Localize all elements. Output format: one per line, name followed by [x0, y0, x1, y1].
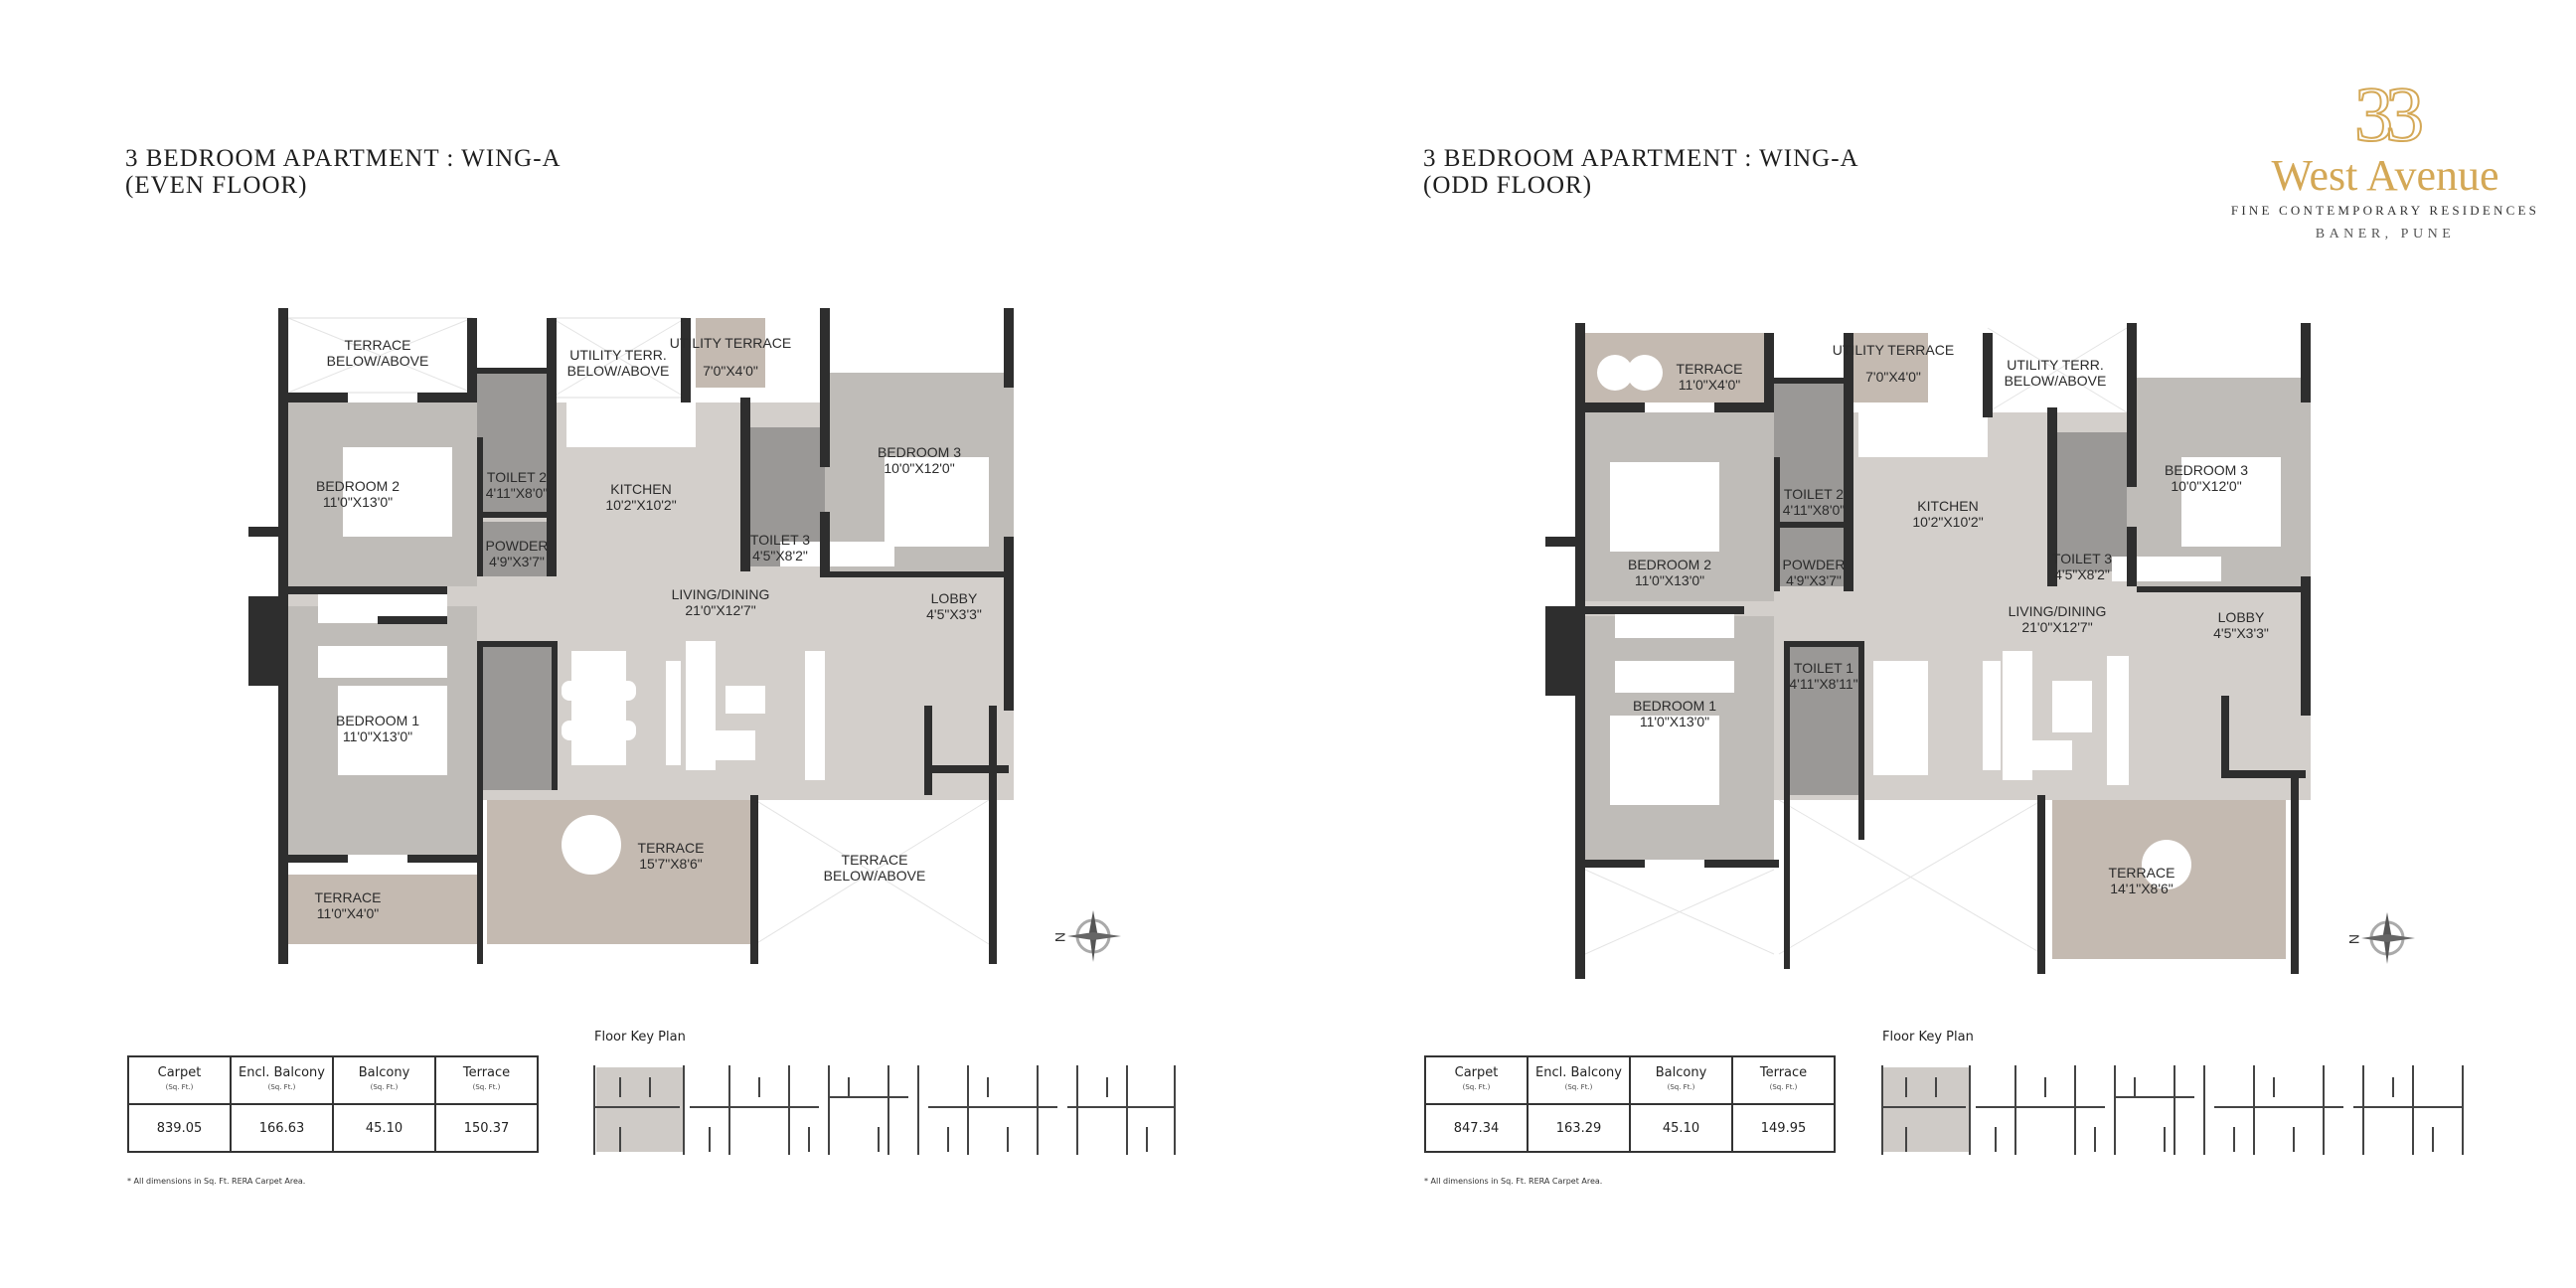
value-carpet: 847.34	[1424, 1103, 1529, 1153]
svg-text:POWDER: POWDER	[1783, 557, 1846, 572]
svg-text:4'5"X8'2": 4'5"X8'2"	[2054, 566, 2110, 582]
footnote: * All dimensions in Sq. Ft. RERA Carpet …	[1424, 1177, 1603, 1186]
svg-text:TERRACE: TERRACE	[638, 840, 705, 856]
svg-text:TERRACE: TERRACE	[2109, 865, 2175, 881]
svg-text:UTILITY TERR.: UTILITY TERR.	[2007, 357, 2104, 373]
svg-text:11'0"X13'0": 11'0"X13'0"	[1640, 714, 1709, 729]
svg-text:4'5"X3'3": 4'5"X3'3"	[2213, 625, 2269, 641]
plan-title-line2: (EVEN FLOOR)	[125, 172, 308, 199]
svg-text:14'1"X8'6": 14'1"X8'6"	[2110, 881, 2174, 896]
floor-plan-odd: TERRACE 11'0"X4'0" UTILITY TERRACE 7'0"X…	[1545, 318, 2340, 994]
floor-key-plan-even	[590, 1057, 1179, 1157]
svg-text:11'0"X13'0": 11'0"X13'0"	[343, 728, 412, 744]
svg-text:BEDROOM 3: BEDROOM 3	[878, 444, 961, 460]
svg-text:BEDROOM 2: BEDROOM 2	[1628, 557, 1711, 572]
svg-text:7'0"X4'0": 7'0"X4'0"	[1865, 369, 1921, 385]
svg-text:LIVING/DINING: LIVING/DINING	[2009, 603, 2107, 619]
svg-text:7'0"X4'0": 7'0"X4'0"	[703, 363, 758, 379]
brand-location: BANER, PUNE	[2315, 227, 2456, 242]
svg-text:BEDROOM 3: BEDROOM 3	[2165, 462, 2248, 478]
plan-title-line1: 3 BEDROOM APARTMENT : WING-A	[1423, 145, 1859, 172]
svg-text:10'0"X12'0": 10'0"X12'0"	[2171, 478, 2241, 494]
svg-text:4'5"X8'2": 4'5"X8'2"	[752, 548, 808, 564]
svg-text:10'2"X10'2": 10'2"X10'2"	[1912, 514, 1983, 530]
svg-text:TOILET 3: TOILET 3	[2052, 551, 2112, 566]
header-terrace: Terrace(Sq. Ft.)	[1731, 1055, 1836, 1105]
compass-icon: N	[1051, 904, 1121, 964]
compass-icon: N	[2345, 906, 2415, 966]
svg-text:N: N	[2346, 934, 2362, 944]
svg-text:TOILET 2: TOILET 2	[487, 469, 547, 485]
svg-text:N: N	[1052, 932, 1068, 942]
key-plan-label: Floor Key Plan	[1882, 1030, 1974, 1045]
brand-logo: 33 West Avenue FINE CONTEMPORARY RESIDEN…	[2186, 71, 2576, 242]
svg-text:LOBBY: LOBBY	[2218, 609, 2265, 625]
value-encl-balcony: 166.63	[230, 1103, 334, 1153]
svg-text:11'0"X4'0": 11'0"X4'0"	[1679, 377, 1741, 393]
value-terrace: 150.37	[434, 1103, 539, 1153]
header-encl-balcony: Encl. Balcony(Sq. Ft.)	[1527, 1055, 1631, 1105]
svg-text:POWDER: POWDER	[486, 538, 549, 554]
svg-text:11'0"X4'0": 11'0"X4'0"	[317, 905, 380, 921]
header-carpet: Carpet(Sq. Ft.)	[127, 1055, 232, 1105]
svg-text:BELOW/ABOVE: BELOW/ABOVE	[2005, 373, 2107, 389]
svg-text:10'0"X12'0": 10'0"X12'0"	[884, 460, 954, 476]
value-encl-balcony: 163.29	[1527, 1103, 1631, 1153]
svg-text:15'7"X8'6": 15'7"X8'6"	[639, 856, 703, 872]
value-balcony: 45.10	[332, 1103, 436, 1153]
value-carpet: 839.05	[127, 1103, 232, 1153]
svg-text:BELOW/ABOVE: BELOW/ABOVE	[824, 868, 926, 884]
svg-text:10'2"X10'2": 10'2"X10'2"	[605, 497, 676, 513]
brand-name: West Avenue	[2271, 151, 2499, 200]
svg-text:KITCHEN: KITCHEN	[610, 481, 671, 497]
header-carpet: Carpet(Sq. Ft.)	[1424, 1055, 1529, 1105]
svg-text:TOILET 3: TOILET 3	[750, 532, 810, 548]
svg-text:4'9"X3'7": 4'9"X3'7"	[1786, 572, 1842, 588]
value-balcony: 45.10	[1629, 1103, 1733, 1153]
svg-text:TOILET 1: TOILET 1	[1794, 660, 1853, 676]
header-balcony: Balcony(Sq. Ft.)	[332, 1055, 436, 1105]
plan-title-even: 3 BEDROOM APARTMENT : WING-A (EVEN FLOOR…	[125, 145, 562, 199]
svg-text:21'0"X12'7": 21'0"X12'7"	[685, 602, 755, 618]
svg-text:4'9"X3'7": 4'9"X3'7"	[489, 554, 545, 569]
svg-text:4'11"X8'11": 4'11"X8'11"	[1789, 676, 1857, 692]
svg-text:11'0"X13'0": 11'0"X13'0"	[323, 494, 393, 510]
svg-text:TERRACE: TERRACE	[315, 889, 382, 905]
svg-text:BELOW/ABOVE: BELOW/ABOVE	[327, 353, 429, 369]
logo-number: 33	[2353, 71, 2425, 157]
plan-title-odd: 3 BEDROOM APARTMENT : WING-A (ODD FLOOR)	[1423, 145, 1859, 199]
svg-text:UTILITY TERRACE: UTILITY TERRACE	[1833, 342, 1954, 358]
brand-tagline: FINE CONTEMPORARY RESIDENCES	[2230, 203, 2540, 218]
header-balcony: Balcony(Sq. Ft.)	[1629, 1055, 1733, 1105]
svg-text:TOILET 2: TOILET 2	[1784, 486, 1844, 502]
svg-text:BELOW/ABOVE: BELOW/ABOVE	[567, 363, 670, 379]
svg-text:BEDROOM 1: BEDROOM 1	[336, 713, 419, 728]
floor-plan-even: TERRACE BELOW/ABOVE UTILITY TERR. BELOW/…	[248, 308, 1044, 984]
svg-text:LIVING/DINING: LIVING/DINING	[672, 586, 770, 602]
svg-text:BEDROOM 1: BEDROOM 1	[1633, 698, 1716, 714]
svg-text:UTILITY TERRACE: UTILITY TERRACE	[670, 335, 791, 351]
area-table-odd: Carpet(Sq. Ft.) Encl. Balcony(Sq. Ft.) B…	[1424, 1055, 1836, 1153]
svg-text:BEDROOM 2: BEDROOM 2	[316, 478, 400, 494]
svg-text:21'0"X12'7": 21'0"X12'7"	[2021, 619, 2092, 635]
svg-text:4'11"X8'0": 4'11"X8'0"	[486, 485, 549, 501]
header-terrace: Terrace(Sq. Ft.)	[434, 1055, 539, 1105]
area-table-even: Carpet(Sq. Ft.) Encl. Balcony(Sq. Ft.) B…	[127, 1055, 539, 1153]
svg-text:LOBBY: LOBBY	[931, 590, 978, 606]
floor-key-plan-odd	[1880, 1057, 2469, 1157]
svg-text:TERRACE: TERRACE	[842, 852, 908, 868]
header-encl-balcony: Encl. Balcony(Sq. Ft.)	[230, 1055, 334, 1105]
key-plan-label: Floor Key Plan	[594, 1030, 686, 1045]
svg-text:KITCHEN: KITCHEN	[1917, 498, 1978, 514]
plan-title-line2: (ODD FLOOR)	[1423, 172, 1593, 199]
svg-text:4'11"X8'0": 4'11"X8'0"	[1783, 502, 1846, 518]
svg-text:4'5"X3'3": 4'5"X3'3"	[926, 606, 982, 622]
value-terrace: 149.95	[1731, 1103, 1836, 1153]
svg-text:TERRACE: TERRACE	[345, 337, 411, 353]
footnote: * All dimensions in Sq. Ft. RERA Carpet …	[127, 1177, 306, 1186]
plan-title-line1: 3 BEDROOM APARTMENT : WING-A	[125, 145, 562, 172]
svg-text:11'0"X13'0": 11'0"X13'0"	[1635, 572, 1704, 588]
svg-text:TERRACE: TERRACE	[1677, 361, 1743, 377]
svg-text:UTILITY TERR.: UTILITY TERR.	[569, 347, 667, 363]
